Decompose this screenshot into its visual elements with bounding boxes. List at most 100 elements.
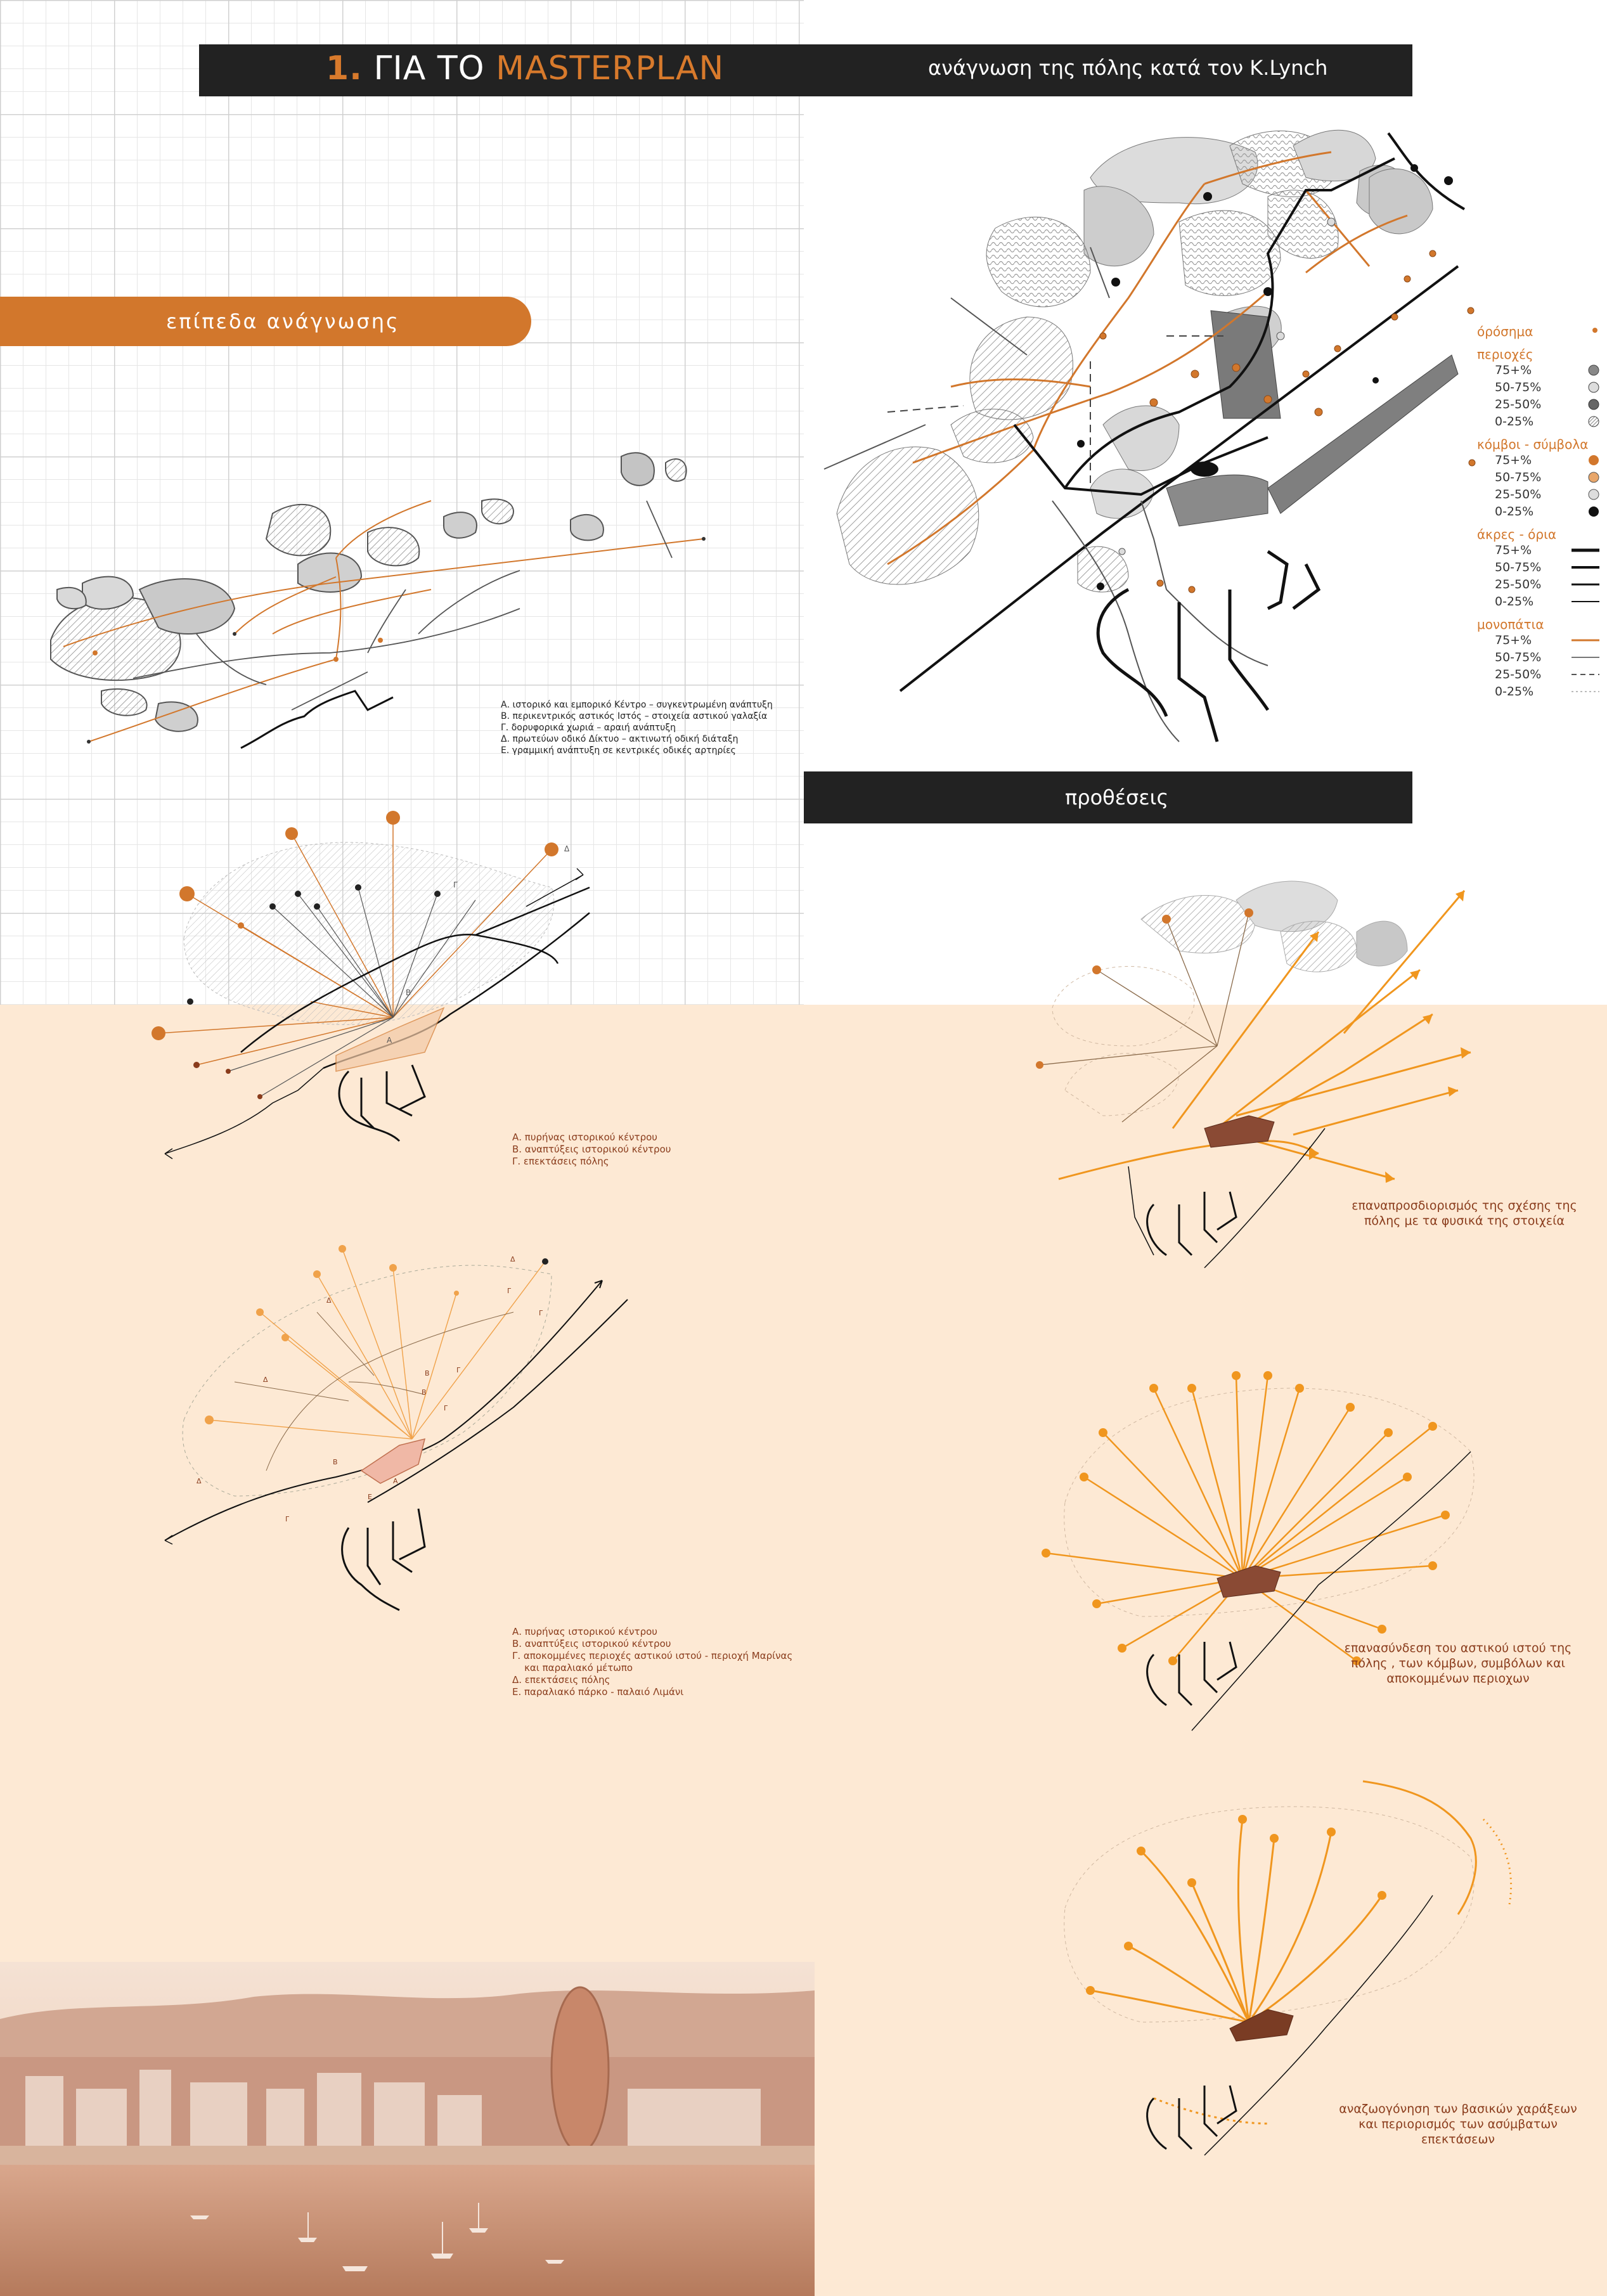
- legend-area-row: 75+%: [1477, 362, 1607, 379]
- svg-text:Α: Α: [393, 1477, 398, 1485]
- secondary-roads: [132, 500, 673, 711]
- nature-districts: [1052, 880, 1408, 1116]
- svg-text:Β: Β: [425, 1369, 430, 1377]
- note-line: Α. πυρήνας ιστορικού κέντρου: [512, 1132, 657, 1143]
- nature-brown-paths: [1039, 912, 1249, 1123]
- title-highlight: MASTERPLAN: [496, 49, 725, 87]
- node-orange-icon: [1589, 455, 1599, 465]
- legend-edge-row: 0-25%: [1477, 593, 1607, 610]
- letter-alpha: Α: [387, 1036, 392, 1045]
- grid-background: [0, 0, 804, 1008]
- legend-areas-title: περιοχές: [1477, 347, 1533, 362]
- district-patches: [50, 452, 687, 732]
- legend-node-row: 0-25%: [1477, 503, 1607, 520]
- page-title: 1. ΓΙΑ ΤΟ MASTERPLAN: [326, 49, 724, 87]
- network-nodes: [205, 1245, 548, 1424]
- urban-network-map: Δ Δ Δ Δ Γ Γ Β Β Β Α Γ Γ Γ Ε: [164, 1245, 628, 1611]
- reconnect-harbour: [1146, 1641, 1237, 1706]
- small-nodes: [87, 537, 706, 744]
- historic-center-radial-map: Δ Γ Β Α: [152, 811, 590, 1159]
- note-line: Α. πυρήνας ιστορικού κέντρου: [512, 1626, 657, 1637]
- network-grey: [234, 1312, 514, 1471]
- legend-landmark-row: όρόσημα: [1477, 323, 1607, 340]
- svg-text:Γ: Γ: [285, 1515, 290, 1523]
- intentions-label: προθέσεις: [1065, 785, 1169, 809]
- note-line: Β. αναπτύξεις ιστορικού κέντρου: [512, 1144, 671, 1155]
- reconnection-diagram: [1042, 1371, 1475, 1731]
- path-dotted-icon: [1572, 691, 1599, 692]
- notes-network: Α. πυρήνας ιστορικού κέντρου Β. αναπτύξε…: [512, 1626, 792, 1698]
- note-line: Ε. παραλιακό πάρκο - παλαιό Λιμάνι: [512, 1686, 684, 1698]
- path-grey-icon: [1572, 657, 1599, 658]
- legend-edge-row: 50-75%: [1477, 559, 1607, 576]
- notes-reading-levels: Α. ιστορικό και εμπορικό Κέντρο – συγκεν…: [501, 699, 773, 756]
- note-line: Β. περικεντρικός αστικός Ιστός – στοιχεί…: [501, 711, 768, 721]
- caption-nature: επαναπροσδιορισμός της σχέσης της πόλης …: [1352, 1199, 1577, 1228]
- note-line: και παραλιακό μέτωπο: [512, 1662, 633, 1674]
- lynch-dashed: [887, 335, 1223, 488]
- node-black-icon: [1589, 506, 1599, 517]
- radial-grey-paths: [228, 887, 476, 1097]
- legend-node-row: 75+%: [1477, 452, 1607, 469]
- nature-harbour: [1146, 1191, 1237, 1256]
- lynch-edges: [899, 132, 1465, 692]
- area-dark-icon: [1588, 364, 1599, 376]
- area-mid-icon: [1588, 399, 1599, 410]
- node-lightorange-icon: [1588, 472, 1599, 483]
- edge-medium-icon: [1572, 566, 1599, 569]
- letter-gamma: Γ: [453, 880, 458, 889]
- title-number: 1.: [326, 49, 363, 87]
- note-line: Δ. πρωτεύων οδικό Δίκτυο – ακτινωτή οδικ…: [501, 734, 739, 744]
- boats: [190, 2203, 564, 2271]
- caption-revitalization: αναζωογόνηση των βασικών χαράξεων και πε…: [1339, 2102, 1577, 2146]
- title-bar: 1. ΓΙΑ ΤΟ MASTERPLAN ανάγνωση της πόλης …: [199, 44, 1412, 96]
- nature-arrowheads: [1309, 891, 1471, 1183]
- lynch-nodes-orange: [1099, 250, 1476, 593]
- legend-area-row: 25-50%: [1477, 396, 1607, 413]
- svg-text:Γ: Γ: [456, 1366, 461, 1374]
- edge-thick-icon: [1572, 548, 1599, 552]
- network-harbour: [341, 1508, 426, 1611]
- lynch-paths: [887, 151, 1408, 565]
- svg-text:Δ: Δ: [197, 1477, 202, 1485]
- revitalization-diagram: [1064, 1780, 1513, 2156]
- legend-paths-title: μονοπάτια: [1477, 617, 1544, 632]
- legend-edge-row: 75+%: [1477, 542, 1607, 559]
- note-line: Β. αναπτύξεις ιστορικού κέντρου: [512, 1638, 671, 1649]
- svg-text:Δ: Δ: [263, 1376, 268, 1384]
- svg-text:Δ: Δ: [326, 1296, 332, 1305]
- intentions-bar: προθέσεις: [804, 771, 1412, 823]
- legend-area-row: 0-25%: [1477, 413, 1607, 430]
- lynch-districts: [836, 129, 1459, 593]
- coastline: [240, 690, 394, 749]
- legend-nodes-title: κόμβοι - σύμβολα: [1477, 437, 1589, 452]
- legend-landmark-label: όρόσημα: [1477, 324, 1533, 339]
- lynch-nodes-dark: [1077, 164, 1453, 590]
- landmark-icon: [1592, 328, 1597, 333]
- path-dashed-icon: [1572, 674, 1599, 675]
- legend-node-row: 25-50%: [1477, 486, 1607, 503]
- lynch-reading-map: [823, 129, 1476, 742]
- city-overview-map: [50, 452, 706, 749]
- primary-roads: [63, 500, 704, 742]
- svg-text:Γ: Γ: [444, 1404, 448, 1412]
- letter-beta: Β: [406, 988, 411, 997]
- nature-relationship-diagram: [1036, 880, 1471, 1268]
- network-letters: Δ Δ Δ Δ Γ Γ Β Β Β Α Γ Γ Γ Ε: [197, 1255, 543, 1523]
- svg-text:Δ: Δ: [510, 1255, 515, 1263]
- nature-nodes: [1036, 908, 1253, 1069]
- legend-node-row: 50-75%: [1477, 469, 1607, 486]
- title-plain: ΓΙΑ ΤΟ: [373, 49, 496, 87]
- reading-levels-label: επίπεδα ανάγνωσης: [166, 309, 400, 333]
- note-line: Α. ιστορικό και εμπορικό Κέντρο – συγκεν…: [501, 700, 773, 710]
- letter-delta: Δ: [564, 844, 570, 853]
- city-panorama-photo: [0, 1962, 815, 2296]
- legend-path-row: 0-25%: [1477, 683, 1607, 700]
- radial-nodes: [152, 811, 558, 1099]
- legend-path-row: 50-75%: [1477, 649, 1607, 666]
- edge-thin-icon: [1572, 583, 1599, 586]
- svg-text:Γ: Γ: [539, 1309, 543, 1317]
- buildings: [25, 2070, 761, 2146]
- node-grey-icon: [1588, 489, 1599, 500]
- radial-letters: Δ Γ Β Α: [387, 844, 570, 1045]
